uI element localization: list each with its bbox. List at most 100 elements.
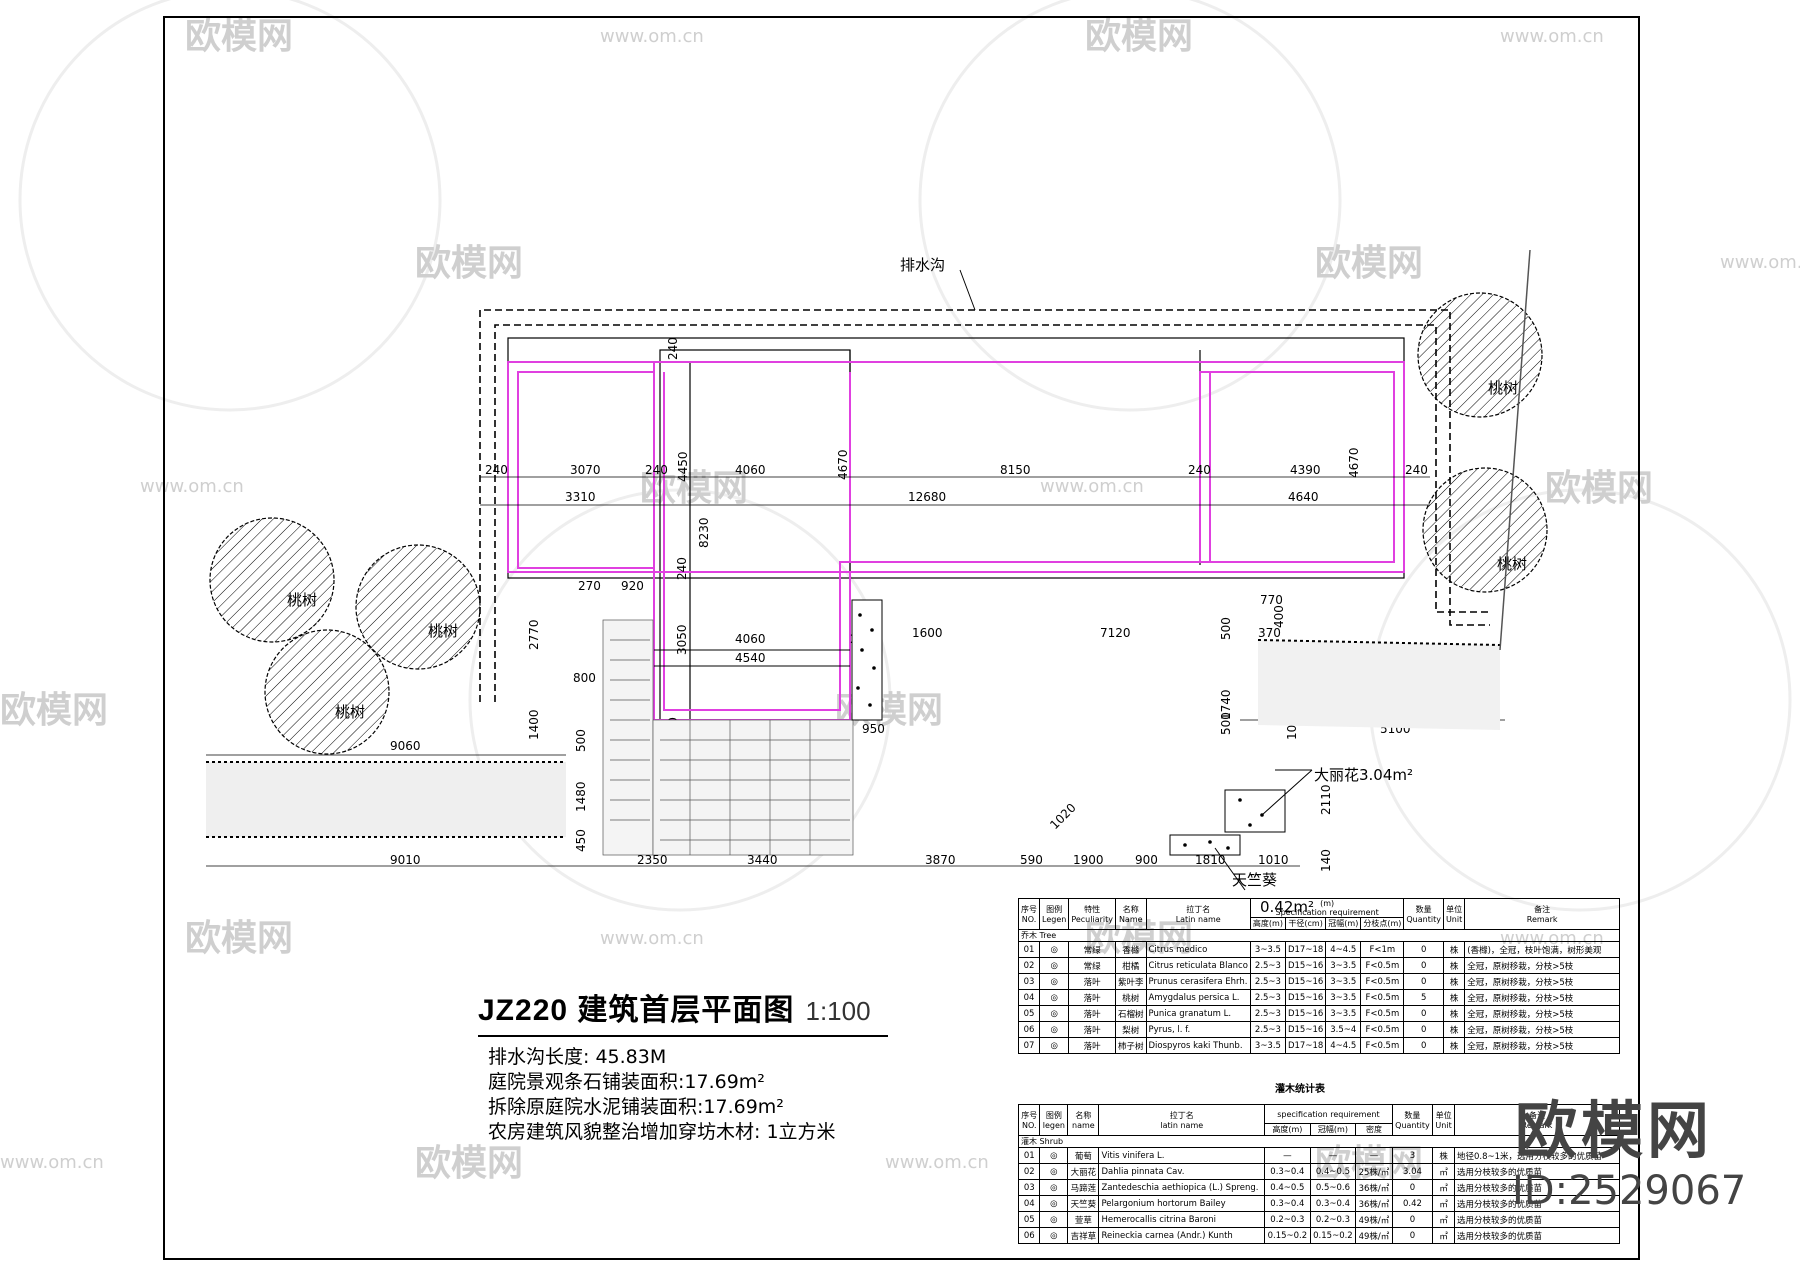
subheader-crown: 冠幅(m): [1325, 917, 1362, 930]
dim-text: 400: [1272, 605, 1286, 628]
dim-text: 500: [1219, 712, 1233, 735]
cell-latin: Pelargonium hortorum Bailey: [1098, 1195, 1266, 1212]
cell-unit: 株: [1442, 1037, 1466, 1054]
subheader-crown: 冠幅(m): [1309, 1123, 1357, 1136]
cell-diameter: D15~16: [1284, 1005, 1327, 1022]
dim-text: 7120: [1100, 626, 1131, 640]
cell-latin: Reineckia carnea (Andr.) Kunth: [1098, 1227, 1266, 1244]
dahlia-label: 大丽花3.04m²: [1314, 766, 1413, 784]
watermark-id: ID:2529067: [1512, 1168, 1747, 1214]
drawing-notes: 排水沟长度: 45.83M 庭院景观条石铺装面积:17.69m² 拆除原庭院水泥…: [488, 1045, 836, 1145]
dim-text: 240: [1188, 463, 1211, 477]
dim-text: 4540: [735, 651, 766, 665]
cell-quantity: 0: [1403, 957, 1444, 974]
cell-height: 0.2~0.3: [1264, 1211, 1311, 1228]
watermark-site-text: www.om.cn: [600, 26, 704, 47]
watermark-site-text: www.om.cn: [1040, 476, 1144, 497]
dim-text: 240: [1405, 463, 1428, 477]
subheader-height: 高度(m): [1249, 917, 1286, 930]
cell-diameter: D15~16: [1284, 1021, 1327, 1038]
legend-cell: ◎: [1038, 1005, 1070, 1022]
dim-text: 370: [1258, 626, 1281, 640]
dim-text: 1810: [1195, 853, 1226, 867]
peach-tree-icon: 桃树: [209, 517, 335, 643]
dim-text: 450: [574, 829, 588, 852]
table-subheader-row: 高度(m) 干径(cm) 冠幅(m) 分枝点(m): [1019, 917, 1620, 930]
legend-cell: ◎: [1039, 1211, 1069, 1228]
peach-tree-symbols: 桃树 桃树 桃树 桃树 桃树: [209, 292, 1548, 755]
cell-remark: 全冠，原树移栽，分枝>5枝: [1464, 989, 1620, 1006]
peach-tree-label: 桃树: [287, 591, 317, 609]
note-line: 庭院景观条石铺装面积:17.69m²: [488, 1071, 765, 1093]
cell-remark: 全冠，原树移栽，分枝>5枝: [1464, 973, 1620, 990]
cell-latin: Hemerocallis citrina Baroni: [1098, 1211, 1266, 1228]
drawing-title-block: JZ220 建筑首层平面图 1:100: [478, 985, 888, 1037]
cell-unit: 株: [1442, 1021, 1466, 1038]
header-spec: specification requirement: [1264, 1104, 1393, 1124]
cell-unit: ㎡: [1432, 1227, 1455, 1244]
cell-name: 紫叶李: [1114, 973, 1147, 990]
cell-no: 03: [1018, 973, 1040, 990]
cell-diameter: D15~16: [1284, 989, 1327, 1006]
cell-unit: ㎡: [1432, 1163, 1455, 1180]
cell-no: 05: [1017, 1211, 1041, 1228]
cell-name: 马蹄莲: [1067, 1179, 1100, 1196]
plant-symbol-icon: ◎: [1050, 960, 1058, 971]
peach-tree-icon: 桃树: [1422, 467, 1548, 593]
cell-quantity: 0: [1403, 1021, 1444, 1038]
dim-text: 270: [578, 579, 601, 593]
cell-branch: F<0.5m: [1360, 1037, 1405, 1054]
cell-name: 梨树: [1114, 1021, 1147, 1038]
header-spec: (m)Specification requirement: [1249, 898, 1405, 918]
cell-height: 0.3~0.4: [1264, 1195, 1311, 1212]
cell-quantity: 0.42: [1391, 1195, 1434, 1212]
cell-quantity: 3: [1391, 1147, 1434, 1164]
plant-symbol-icon: ◎: [1050, 992, 1058, 1003]
peach-tree-label: 桃树: [335, 703, 365, 721]
dim-text: 240: [485, 463, 508, 477]
cell-density: —: [1355, 1147, 1393, 1164]
note-line: 排水沟长度: 45.83M: [488, 1046, 667, 1068]
dim-text: 900: [1135, 853, 1158, 867]
drainage-ditch: [479, 309, 1490, 702]
dim-text: 4060: [735, 632, 766, 646]
watermark-site-text: www.om.cn: [1720, 252, 1800, 273]
cell-branch: F<1m: [1360, 941, 1405, 958]
cell-crown: 0.5~0.6: [1309, 1179, 1357, 1196]
cell-height: 2.5~3: [1249, 1005, 1286, 1022]
cell-unit: 株: [1442, 957, 1466, 974]
legend-cell: ◎: [1039, 1147, 1069, 1164]
dim-text: 1600: [912, 626, 943, 640]
dim-text: 240: [645, 463, 668, 477]
legend-cell: ◎: [1038, 1037, 1070, 1054]
dimensions-top: 240 3070 240 4060 8150 240 4390 240 3310…: [480, 463, 1430, 506]
watermark-brand-large: 欧模网: [1515, 1094, 1714, 1167]
cell-no: 05: [1018, 1005, 1040, 1022]
dim-text: 1480: [574, 781, 588, 812]
road-strip: 9060: [206, 739, 566, 838]
cell-quantity: 0: [1403, 973, 1444, 990]
cell-quantity: 3.04: [1391, 1163, 1434, 1180]
dim-text: 1010: [1258, 853, 1289, 867]
watermark-brand-text: 欧模网: [415, 243, 523, 284]
cell-height: 2.5~3: [1249, 989, 1286, 1006]
cell-height: 2.5~3: [1249, 1021, 1286, 1038]
cell-remark: 选用分枝较多的优质苗: [1454, 1227, 1620, 1244]
dim-text: 4390: [1290, 463, 1321, 477]
cell-crown: 3.5~4: [1325, 1021, 1362, 1038]
drain-leader-line: [959, 269, 976, 311]
dimensions-bottom: 9010 2350 3440 3870 590 1900 900 1810 10…: [206, 853, 1300, 867]
